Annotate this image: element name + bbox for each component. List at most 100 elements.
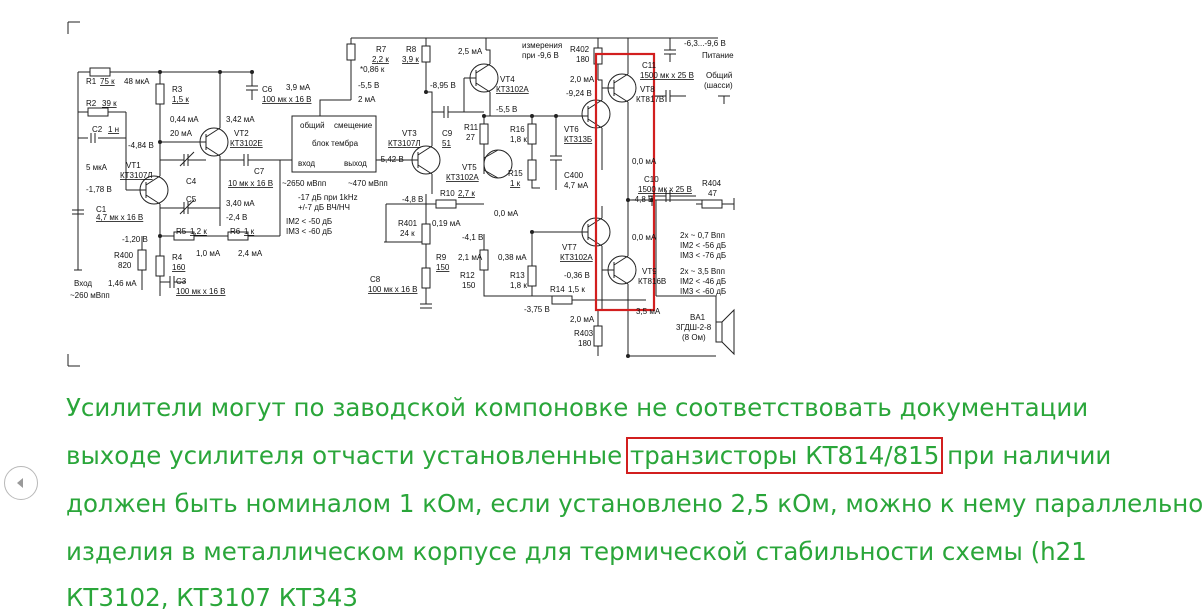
label-i-20b: 2,0 мА [570,315,595,324]
label-r12: R12 [460,271,475,280]
label-measure-2: при -9,6 В [522,51,559,60]
chevron-left-icon [17,478,23,488]
label-c3-value: 100 мк х 16 В [176,287,225,296]
label-c3: C3 [176,277,187,286]
label-tone-im2: IM2 < -50 дБ [286,217,332,226]
amplifier-circuit: R1 75 к 48 мкА R2 39 к C2 1 н R3 1,5 к 0… [67,21,735,367]
label-r15: R15 [508,169,523,178]
label-r15-value: 1 к [510,179,521,188]
label-r404-value: 47 [708,189,717,198]
label-v-55: -5,5 В [358,81,379,90]
label-r12-value: 150 [462,281,476,290]
prev-arrow-button[interactable] [4,466,38,500]
label-v-484: -4,84 В [128,141,154,150]
label-ba1-type: 3ГДШ-2-8 [676,323,712,332]
resistor-r1 [89,67,111,77]
resistor-r3 [155,83,165,105]
label-c6: C6 [262,85,273,94]
resistor-r8 [421,45,431,63]
label-r10: R10 [440,189,455,198]
label-v-55b: -5,5 В [496,105,517,114]
label-i-5ua: 5 мкА [86,163,108,172]
label-r7: R7 [376,45,387,54]
label-r6-value: 1 к [244,227,255,236]
label-v-375: -3,75 В [524,305,550,314]
article-line-2: выходе усилителя отчасти установленные т… [66,437,1112,474]
label-r1: R1 [86,77,97,86]
label-r13-value: 1,8 к [510,281,527,290]
label-c4: C4 [186,177,197,186]
highlighted-transistors: транзисторы КТ814/815 [625,437,944,474]
label-i-35: 3,5 мА [636,307,661,316]
label-vt1: VT1 [126,161,141,170]
label-v-924: -9,24 В [566,89,592,98]
label-r403-value: 180 [578,339,592,348]
label-ba1: BA1 [690,313,706,322]
label-i-25: 2,5 мА [458,47,483,56]
label-v-48: -4,8 В [402,195,423,204]
resistor-r4 [155,255,165,277]
label-v-2650: ~2650 мВпп [282,179,326,188]
label-vt4-type: КТ3102А [496,85,529,94]
label-v-41: -4,1 В [462,233,483,242]
label-r2-value: 39 к [102,99,117,108]
resistor-r11 [479,123,489,145]
label-vt8: VT8 [640,85,655,94]
label-i-340: 3,40 мА [226,199,255,208]
label-vt6-type: КТ313Б [564,135,592,144]
label-i-00c: 0,0 мА [632,233,657,242]
article-line-3: должен быть номиналом 1 кОм, если устано… [66,489,1203,518]
label-supply-voltage: -6,3...-9,6 В [684,39,726,48]
label-r400: R400 [114,251,134,260]
label-r5: R5 [176,227,187,236]
label-vt1-type: КТ3107Л [120,171,153,180]
resistor-r12 [479,249,489,271]
label-r11: R11 [464,123,479,132]
label-r8: R8 [406,45,417,54]
label-vt9-type: КТ816В [638,277,666,286]
label-r401-value: 24 к [400,229,415,238]
label-r403: R403 [574,329,594,338]
label-ground-chassis: (шасси) [704,81,733,90]
label-c2: C2 [92,125,103,134]
label-c9-value: 51 [442,139,451,148]
label-r11-value: 27 [466,133,475,142]
label-vt5: VT5 [462,163,477,172]
label-c6-value: 100 мк х 16 В [262,95,311,104]
label-i-044: 0,44 мА [170,115,199,124]
label-r8-value: 3,9 к [402,55,419,64]
label-i-342: 3,42 мА [226,115,255,124]
label-r404: R404 [702,179,722,188]
label-r7-note: *0,86 к [360,65,385,74]
resistor-r2 [87,107,109,117]
label-ba1-impedance: (8 Ом) [682,333,706,342]
label-r402-value: 180 [576,55,590,64]
label-i-00b: 0,0 мА [632,157,657,166]
label-hp-level: 2х ~ 0,7 Впп [680,231,725,240]
label-r400-value: 820 [118,261,132,270]
label-i-10: 1,0 мА [196,249,221,258]
label-vt3-type: КТ3107Л [388,139,421,148]
article-line-2-end: при наличии [939,441,1112,470]
label-r5-value: 1,2 к [190,227,207,236]
resistor-r16 [527,123,537,145]
label-v-178: -1,78 В [86,185,112,194]
label-sp-level: 2х ~ 3,5 Впп [680,267,725,276]
label-v-48b: -4,8 В [632,195,653,204]
label-hp-im2: IM2 < -56 дБ [680,241,726,250]
label-r3-value: 1,5 к [172,95,189,104]
output-stage-highlight [594,52,656,312]
label-c8: C8 [370,275,381,284]
label-i-2: 2 мА [358,95,376,104]
resistor-r401 [421,223,431,245]
label-c400-value: 4,7 мА [564,181,589,190]
label-current-48: 48 мкА [124,77,150,86]
label-vt2-type: КТ3102Е [230,139,263,148]
label-vt9: VT9 [642,267,657,276]
label-v-036: -0,36 В [564,271,590,280]
label-vt2: VT2 [234,129,249,138]
resistor-r400 [137,249,147,271]
label-i-21: 2,1 мА [458,253,483,262]
transistor-vt3 [411,145,441,175]
label-v-542: -5,42 В [378,155,404,164]
